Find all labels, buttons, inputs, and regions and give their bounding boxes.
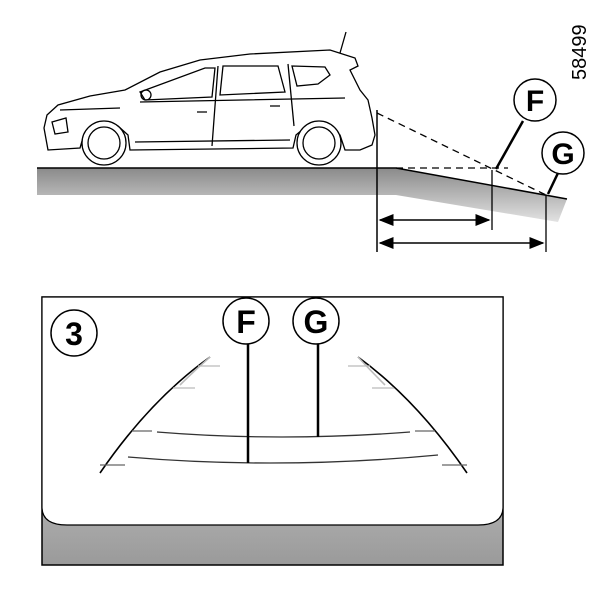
callout-lines-screen [246, 344, 320, 463]
svg-text:3: 3 [65, 316, 83, 352]
panel-number-badge: 3 [50, 309, 98, 357]
distance-lines [376, 110, 560, 252]
ground [37, 167, 568, 222]
callout-f-screen: F [222, 297, 270, 345]
callout-g-screen: G [292, 297, 340, 345]
car-side-view [43, 31, 376, 166]
parking-guide-lines [99, 356, 468, 474]
callout-f-side: F [513, 78, 557, 122]
svg-text:F: F [526, 85, 544, 118]
svg-text:F: F [236, 304, 256, 340]
figure-reference: 58499 [569, 24, 591, 80]
svg-text:G: G [304, 304, 329, 340]
callout-g-side: G [541, 131, 585, 175]
svg-text:G: G [551, 138, 574, 171]
